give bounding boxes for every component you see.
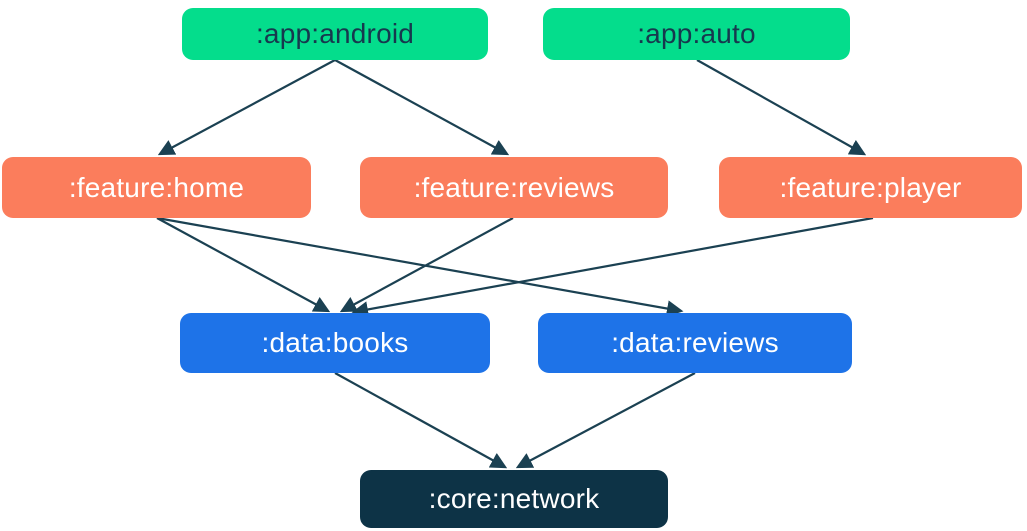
node-data-books: :data:books xyxy=(180,313,490,373)
edge-app-auto-to-feature-player xyxy=(696,59,867,156)
node-feature-reviews: :feature:reviews xyxy=(360,157,668,218)
node-label-app-android: :app:android xyxy=(255,18,415,49)
node-label-feature-home: :feature:home xyxy=(68,171,245,203)
node-label-app-auto: :app:auto xyxy=(637,18,756,49)
node-label-data-books: :data:books xyxy=(261,327,409,358)
node-app-android: :app:android xyxy=(182,8,488,60)
edge-app-android-to-feature-home xyxy=(157,59,336,156)
edge-feature-player-to-data-books xyxy=(351,216,874,318)
node-app-auto: :app:auto xyxy=(543,8,850,60)
edge-feature-reviews-to-data-books xyxy=(339,217,514,313)
edge-data-books-to-core-network xyxy=(334,372,508,469)
edge-app-android-to-feature-reviews xyxy=(334,59,510,156)
edge-feature-home-to-data-books xyxy=(156,217,331,313)
edge-data-reviews-to-core-network xyxy=(515,372,696,469)
node-label-feature-player: :feature:player xyxy=(779,171,962,203)
node-feature-home: :feature:home xyxy=(2,157,311,218)
node-label-feature-reviews: :feature:reviews xyxy=(413,171,615,203)
node-label-core-network: :core:network xyxy=(428,483,600,514)
node-label-data-reviews: :data:reviews xyxy=(611,327,779,358)
node-core-network: :core:network xyxy=(360,470,668,528)
node-feature-player: :feature:player xyxy=(719,157,1022,218)
edge-feature-home-to-data-reviews xyxy=(156,216,684,317)
node-data-reviews: :data:reviews xyxy=(538,313,852,373)
